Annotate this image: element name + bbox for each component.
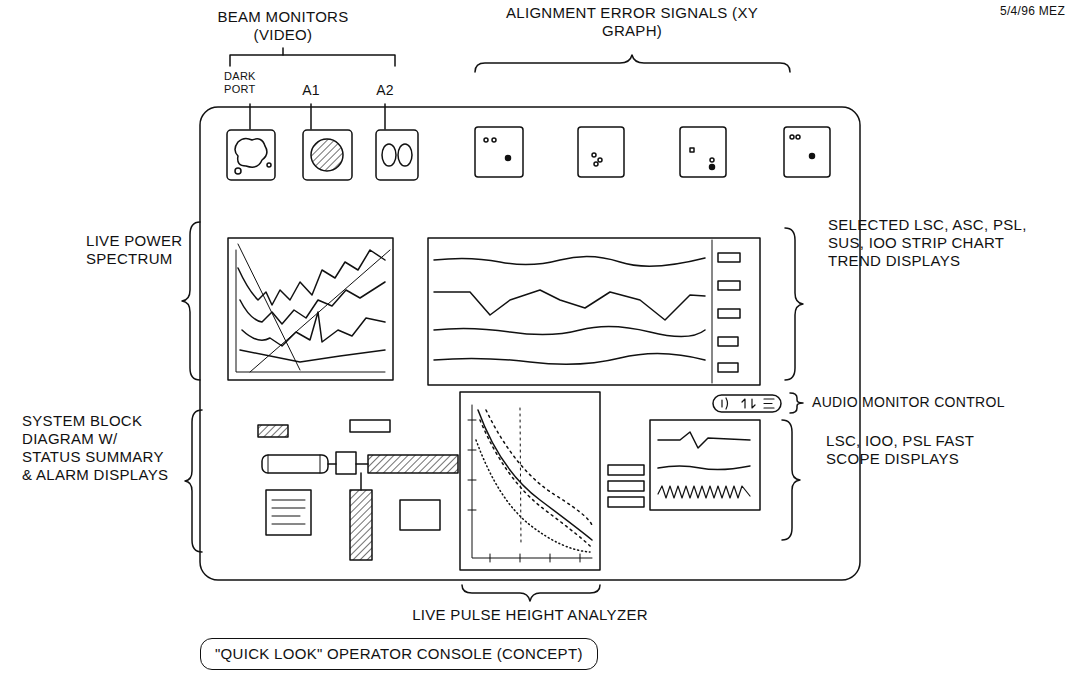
date-note: 5/4/96 MEZ bbox=[1000, 4, 1088, 18]
channel-button bbox=[718, 253, 740, 262]
channel-button bbox=[608, 465, 644, 475]
channel-button bbox=[718, 337, 738, 346]
block-shape bbox=[350, 420, 390, 432]
pha-panel bbox=[460, 392, 600, 570]
xy-graph bbox=[784, 127, 830, 177]
block-shape bbox=[258, 425, 288, 437]
caption-text: "QUICK LOOK" OPERATOR CONSOLE (CONCEPT) bbox=[215, 645, 583, 662]
brace bbox=[182, 222, 200, 380]
brace bbox=[475, 55, 790, 72]
audio-control bbox=[713, 395, 781, 412]
trend-trace bbox=[434, 290, 705, 320]
brace bbox=[785, 228, 803, 380]
scope-trace bbox=[658, 432, 750, 448]
scope-trace bbox=[658, 486, 750, 498]
beam-spot bbox=[235, 138, 267, 167]
section-label: ALIGNMENT ERROR SIGNALS (XY GRAPH) bbox=[487, 4, 777, 40]
screen-label: A1 bbox=[296, 82, 326, 99]
section-label: LSC, IOO, PSL FAST SCOPE DISPLAYS bbox=[826, 432, 981, 468]
beam-spot bbox=[311, 139, 343, 171]
scope-panel bbox=[650, 420, 760, 510]
trend-trace bbox=[434, 353, 705, 364]
channel-button bbox=[718, 363, 738, 372]
brace bbox=[782, 420, 800, 540]
spectrum-trace bbox=[240, 350, 385, 362]
video-screen bbox=[227, 130, 275, 180]
trend-trace bbox=[434, 256, 705, 266]
block-shape bbox=[350, 490, 372, 560]
strip-chart-panel bbox=[428, 238, 760, 385]
section-label: BEAM MONITORS (VIDEO) bbox=[213, 8, 353, 44]
spectrum-panel bbox=[228, 238, 393, 380]
caption-box: "QUICK LOOK" OPERATOR CONSOLE (CONCEPT) bbox=[200, 638, 598, 670]
beam-spot bbox=[398, 144, 412, 166]
channel-button bbox=[718, 309, 740, 318]
trend-trace bbox=[434, 326, 705, 336]
brace bbox=[790, 393, 803, 413]
block-shape bbox=[368, 455, 458, 473]
brace bbox=[185, 410, 202, 552]
console-frame bbox=[200, 107, 860, 580]
video-screen bbox=[376, 130, 418, 180]
screen-label: A2 bbox=[370, 82, 400, 99]
pha-trace bbox=[478, 410, 592, 540]
channel-button bbox=[608, 481, 644, 491]
section-label: AUDIO MONITOR CONTROL bbox=[812, 394, 1072, 411]
pha-trace bbox=[486, 410, 592, 528]
section-label: SELECTED LSC, ASC, PSL, SUS, IOO STRIP C… bbox=[828, 216, 1033, 270]
beam-spot bbox=[267, 163, 271, 167]
status-panel bbox=[266, 490, 311, 535]
video-screen bbox=[303, 130, 352, 180]
scope-trace bbox=[658, 466, 750, 470]
screen-label: DARK PORT bbox=[224, 70, 276, 96]
bracket bbox=[230, 55, 395, 66]
section-label: LIVE POWER SPECTRUM bbox=[86, 232, 184, 268]
block-shape bbox=[262, 455, 328, 473]
pha-trace bbox=[476, 440, 590, 552]
xy-graph bbox=[475, 127, 523, 177]
block-shape bbox=[400, 500, 440, 530]
block-shape bbox=[336, 452, 356, 474]
beam-spot bbox=[235, 168, 241, 174]
section-label: LIVE PULSE HEIGHT ANALYZER bbox=[380, 606, 680, 624]
beam-spot bbox=[382, 144, 396, 166]
brace bbox=[462, 585, 600, 601]
section-label: SYSTEM BLOCK DIAGRAM W/ STATUS SUMMARY &… bbox=[22, 412, 177, 484]
xy-graph bbox=[680, 127, 726, 177]
xy-graph bbox=[578, 127, 624, 177]
channel-button bbox=[718, 281, 740, 290]
bracket-tick bbox=[282, 48, 284, 55]
channel-button bbox=[608, 497, 644, 507]
